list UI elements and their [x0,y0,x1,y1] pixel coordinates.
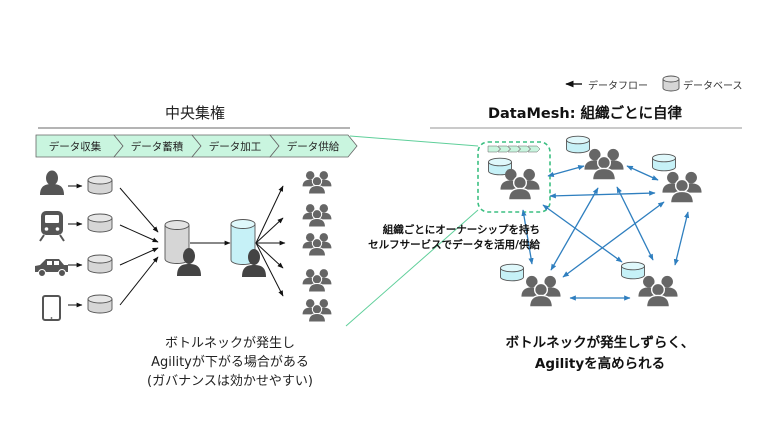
consumer-group-icon [302,170,332,195]
right-caption-line: ボトルネックが発生しずらく、 [505,335,695,351]
flow-arrow [119,256,159,306]
legend-data-flow-label: データフロー [588,81,648,92]
mesh-link-arrow [673,211,690,266]
legend [565,75,680,92]
flow-arrow [255,217,284,244]
flow-arrow [255,185,284,244]
domain-highlight-box [477,141,551,213]
train-icon [39,211,65,242]
right-caption-line: Agilityを高められる [534,356,666,372]
pipeline-stage-label: データ収集 [49,140,102,153]
zoom-connector-top [349,135,479,147]
left-panel-title: 中央集権 [164,104,225,122]
mesh-node-database-icon [621,261,645,280]
ownership-note-line: 組織ごとにオーナーシップを持ち [382,224,540,236]
left-caption-line: ボトルネックが発生し [164,336,295,351]
consumer-groups [302,170,332,323]
tablet-icon [42,295,61,321]
mesh-link-arrow [550,187,599,271]
pipeline-stage: データ蓄積 [113,134,202,158]
mesh-link-arrow [626,165,659,181]
consumer-group-icon [302,232,332,257]
flow-arrow [119,224,159,243]
consumer-group-icon [302,268,332,293]
pipeline-stage-label: データ加工 [209,140,262,153]
flow-arrow [255,242,284,269]
legend-database-icon [662,75,680,92]
mesh-node-database-icon [652,153,676,172]
right-caption: ボトルネックが発生しずらく、 Agilityを高められる [470,333,730,375]
mini-pipeline-icon [487,145,541,153]
person-icon [40,170,64,195]
consumer-group-icon [302,203,332,228]
mesh-link-arrow [521,209,534,265]
mesh-link-arrow [542,204,623,263]
flow-arrow [255,242,284,297]
flow-arrow [119,187,159,233]
legend-database-label: データベース [683,81,743,92]
pipeline-stage: データ供給 [269,134,358,158]
mesh-link-arrow [562,201,665,278]
car-icon [35,259,68,277]
source-database-icon [87,294,113,314]
mesh-node-group-icon [520,275,562,308]
flow-arrow [119,247,159,266]
mesh-arrows [521,165,690,301]
left-caption-line: (ガバナンスは効かせやすい) [147,374,313,389]
mesh-node-group-icon [637,275,679,308]
right-panel-title: DataMesh: 組織ごとに自律 [487,106,683,122]
storage-admin-person-icon [177,248,201,276]
mesh-link-arrow [549,190,656,199]
mesh-nodes [488,135,703,308]
mesh-link-arrow [547,165,585,177]
left-caption-line: Agilityが下がる場合がある [151,355,309,370]
pipeline-stage-label: データ蓄積 [131,140,184,153]
consumer-group-icon [302,298,332,323]
supply-arrows [255,185,286,297]
central-storage-database-icon [164,220,190,264]
mesh-node-database-icon [566,135,590,154]
left-caption: ボトルネックが発生し Agilityが下がる場合がある (ガバナンスは効かせやす… [90,334,370,391]
source-arrows [68,183,83,308]
ownership-note-line: セルフサービスでデータを活用/供給 [368,239,540,251]
mesh-node-group-icon [499,168,541,201]
processing-admin-person-icon [242,249,266,277]
ownership-note: 組織ごとにオーナーシップを持ち セルフサービスでデータを活用/供給 [340,223,540,253]
mesh-node-database-icon [500,263,524,282]
pipeline: データ収集 データ蓄積 データ加工 データ供給 [35,134,358,158]
source-database-icon [87,213,113,233]
mesh-node-group-icon [583,148,625,181]
mesh-node-group-icon [661,171,703,204]
pipeline-stage-label: データ供給 [287,140,340,153]
zoom-connector-bottom [345,209,479,327]
source-databases [87,175,113,314]
pipeline-stage: データ加工 [191,134,280,158]
source-database-icon [87,254,113,274]
source-database-icon [87,175,113,195]
pipeline-stage: データ収集 [35,134,124,158]
